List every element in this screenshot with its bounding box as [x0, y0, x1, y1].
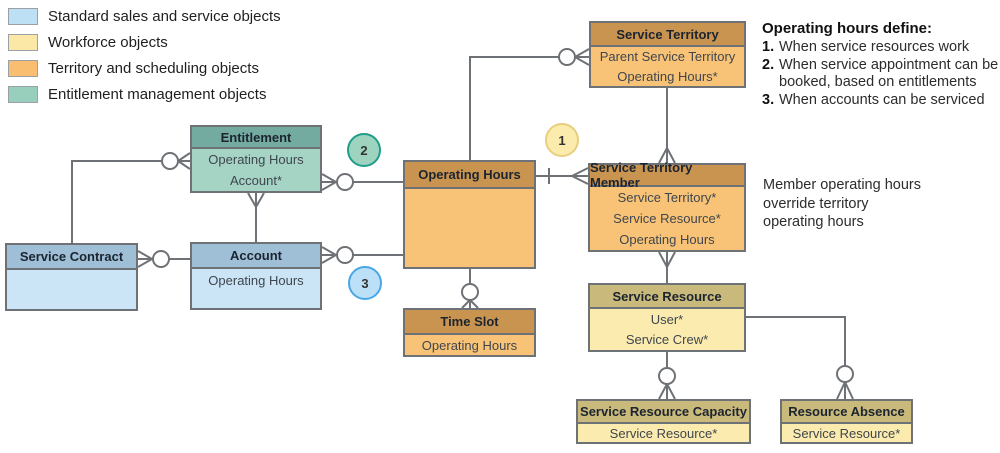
legend-label: Entitlement management objects [48, 86, 267, 103]
zero-circle [658, 367, 676, 385]
note-item: 3. When accounts can be serviced [762, 92, 1000, 110]
entity-title: Service Resource Capacity [578, 401, 749, 424]
zero-circle [161, 152, 179, 170]
zero-circle [336, 246, 354, 264]
note-title: Operating hours define: [762, 20, 933, 37]
legend-swatch-blue [8, 8, 38, 25]
entity-time-slot: Time Slot Operating Hours [403, 308, 536, 357]
connector-serviceterritorymember-serviceresource [658, 251, 676, 283]
crowsfoot [321, 246, 337, 264]
entity-entitlement: Entitlement Operating Hours Account* [190, 125, 322, 193]
crowsfoot [177, 152, 191, 170]
entity-title: Entitlement [192, 127, 320, 149]
note-item-text: When accounts can be serviced [779, 91, 985, 108]
entity-field: Service Resource* [609, 425, 718, 441]
crowsfoot [658, 383, 676, 400]
entity-field: Service Crew* [625, 332, 709, 348]
member-override-note: Member operating hours override territor… [763, 177, 921, 230]
entity-title: Resource Absence [782, 401, 911, 424]
note-item-text: When service appointment can be booked, … [779, 56, 999, 91]
entity-field: Service Resource* [613, 211, 721, 226]
legend-label: Workforce objects [48, 34, 168, 51]
note-item-number: 1. [762, 39, 775, 55]
entity-field: Operating Hours [208, 272, 304, 288]
entity-operating-hours: Operating Hours [403, 160, 536, 269]
zero-circle [336, 173, 354, 191]
entity-resource-absence: Resource Absence Service Resource* [780, 399, 913, 444]
crowsfoot [574, 48, 590, 66]
entity-service-resource: Service Resource User* Service Crew* [588, 283, 746, 352]
entity-field: Parent Service Territory [599, 49, 736, 65]
crowsfoot [658, 147, 676, 164]
entity-field: Service Resource* [792, 425, 901, 441]
connector-servicecontract-entitlement [71, 152, 191, 243]
connector-account-operatinghours [321, 246, 403, 264]
note-item: 1. When service resources work [762, 39, 1000, 57]
crowsfoot [321, 173, 337, 191]
entity-service-territory-member: Service Territory Member Service Territo… [588, 160, 746, 252]
legend-item-workforce: Workforce objects [8, 34, 281, 51]
connector-operatinghours-timeslot [461, 269, 479, 309]
entity-account: Account Operating Hours [190, 242, 322, 310]
legend-swatch-yellow [8, 34, 38, 51]
legend-item-territory: Territory and scheduling objects [8, 60, 281, 77]
crowsfoot [137, 250, 153, 268]
connector-serviceresource-capacity [658, 352, 676, 400]
note-item-number: 2. [762, 56, 775, 73]
entity-field: Operating Hours [208, 152, 304, 167]
legend-item-entitlement: Entitlement management objects [8, 86, 281, 103]
entity-title: Service Territory [591, 23, 744, 47]
legend-label: Standard sales and service objects [48, 8, 281, 25]
entity-service-territory: Service Territory Parent Service Territo… [589, 21, 746, 88]
connector-operatinghours-serviceterritorymember [536, 167, 589, 185]
badge-1: 1 [545, 123, 579, 157]
entity-title: Service Resource [590, 285, 744, 309]
entity-field: Service Territory* [617, 190, 717, 205]
connector-serviceresource-absence [746, 316, 854, 400]
legend-swatch-teal [8, 86, 38, 103]
zero-circle [152, 250, 170, 268]
entity-field: Operating Hours [619, 232, 715, 247]
entity-service-contract: Service Contract [5, 243, 138, 311]
entity-field: User* [650, 311, 684, 327]
entity-service-resource-capacity: Service Resource Capacity Service Resour… [576, 399, 751, 444]
crowsfoot [836, 381, 854, 400]
connector-operatinghours-serviceterritory [469, 48, 590, 160]
crowsfoot [461, 299, 479, 309]
legend: Standard sales and service objects Workf… [8, 8, 281, 103]
zero-circle [461, 283, 479, 301]
entity-field: Account* [229, 173, 283, 188]
entity-title: Time Slot [405, 310, 534, 335]
entity-title: Account [192, 244, 320, 269]
badge-3: 3 [348, 266, 382, 300]
crowsfoot [247, 192, 265, 208]
entity-field: Operating Hours [421, 337, 518, 353]
connector-entitlement-account [247, 192, 265, 242]
note-item-number: 3. [762, 91, 775, 108]
entity-title: Operating Hours [405, 162, 534, 189]
connector-entitlement-operatinghours [321, 173, 403, 191]
crowsfoot [658, 251, 676, 268]
crowsfoot [571, 167, 589, 185]
zero-circle [558, 48, 576, 66]
note-item-text: When service resources work [779, 39, 970, 55]
legend-label: Territory and scheduling objects [48, 60, 259, 77]
badge-2: 2 [347, 133, 381, 167]
zero-circle [836, 365, 854, 383]
entity-title: Service Contract [7, 245, 136, 270]
legend-swatch-orange [8, 60, 38, 77]
connector-servicecontract-account [137, 250, 190, 268]
entity-field: Operating Hours* [617, 68, 718, 84]
note-item: 2. When service appointment can be booke… [762, 57, 1000, 92]
operating-hours-define-note: Operating hours define: 1. When service … [762, 20, 1000, 109]
legend-item-standard: Standard sales and service objects [8, 8, 281, 25]
entity-title: Service Territory Member [590, 160, 744, 190]
connector-serviceterritory-serviceterritorymember [658, 88, 676, 164]
